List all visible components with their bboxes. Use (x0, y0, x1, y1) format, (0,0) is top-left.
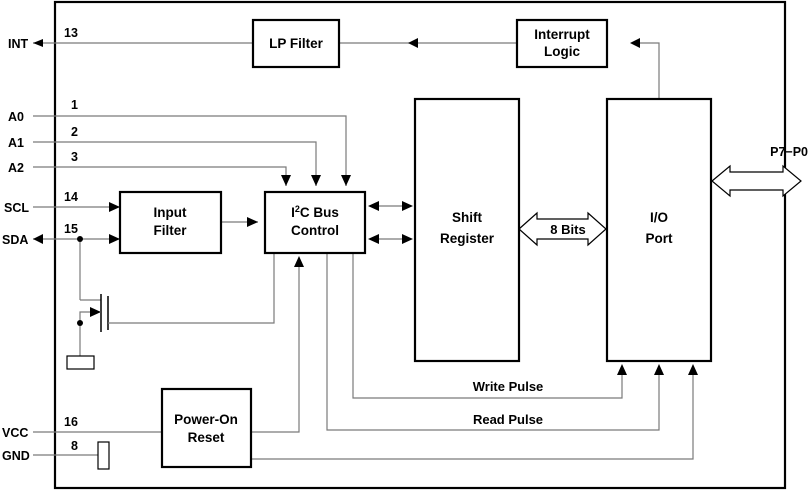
lp-arrow (408, 38, 418, 48)
pin-int-number: 13 (64, 26, 78, 40)
a1-wire (33, 141, 317, 186)
sda-junction-dot (77, 236, 83, 242)
pin-gnd-name: GND (2, 449, 30, 463)
pin-a2-number: 3 (71, 150, 78, 164)
shift-register-label-1: Shift (452, 210, 482, 225)
read-pulse-arrow (654, 364, 664, 375)
sda-arrow-right (109, 234, 120, 244)
write-pulse-arrow (617, 364, 627, 375)
pin-sda-name: SDA (2, 233, 28, 247)
a0-wire (33, 115, 347, 186)
io-port-label-1: I/O (650, 210, 668, 225)
a1-arrow (311, 175, 321, 186)
sda-source-wire (79, 311, 101, 356)
por-reset-wire (251, 258, 300, 433)
pin-a2-name: A2 (8, 161, 24, 175)
eight-bits-label: 8 Bits (550, 222, 585, 237)
int-arrow (33, 39, 43, 47)
pin-a0-number: 1 (71, 98, 78, 112)
interrupt-logic-label-1: Interrupt (534, 27, 590, 42)
read-pulse-label: Read Pulse (473, 412, 543, 427)
source-junction-dot (77, 320, 83, 326)
pin-vcc-number: 16 (64, 415, 78, 429)
interrupt-arrow (630, 38, 640, 48)
pin-a0-name: A0 (8, 110, 24, 124)
pin-scl-name: SCL (4, 201, 29, 215)
i2c-bus-control-label-2: Control (291, 223, 339, 238)
io-port-block (605, 97, 713, 363)
power-on-reset-label-2: Reset (188, 430, 225, 445)
scl-arrow (109, 202, 120, 212)
power-on-reset-block (160, 387, 253, 469)
a2-wire (33, 166, 287, 186)
bus-upper-arrow-right (402, 201, 413, 211)
ground-symbol (66, 355, 95, 370)
shift-register-block (413, 97, 521, 363)
sda-arrow-left (33, 234, 43, 244)
pin-a1-name: A1 (8, 136, 24, 150)
power-on-reset-label-1: Power-On (174, 412, 238, 427)
lp-filter-block (251, 18, 341, 69)
pin-vcc-name: VCC (2, 426, 28, 440)
a2-arrow (281, 175, 291, 186)
por-i2c-arrow (294, 256, 304, 267)
i2c-bus-control-block (263, 190, 367, 255)
interrupt-logic-block (515, 18, 609, 69)
pin-a1-number: 2 (71, 125, 78, 139)
bus-upper-arrow-left (368, 201, 379, 211)
i2c-bus-control-label-1: I2C Bus (291, 204, 339, 220)
port-pins-bus-arrow (711, 164, 802, 198)
io-port-label-2: Port (646, 231, 674, 246)
bus-lower-arrow-right (402, 234, 413, 244)
input-filter-label-1: Input (154, 205, 187, 220)
a0-arrow (341, 175, 351, 186)
read-pulse-wire (326, 254, 660, 431)
pin-scl-number: 14 (64, 190, 78, 204)
pin-port-name: P7−P0 (770, 145, 808, 159)
pin-gnd-number: 8 (71, 439, 78, 453)
por-port-arrow (688, 364, 698, 375)
interrupt-logic-label-2: Logic (544, 44, 580, 59)
pin-sda-number: 15 (64, 222, 78, 236)
chip-outline (53, 0, 787, 490)
pin-int-name: INT (8, 37, 29, 51)
shift-register-label-2: Register (440, 231, 495, 246)
bus-lower-arrow-left (368, 234, 379, 244)
write-pulse-label: Write Pulse (473, 379, 544, 394)
write-pulse-wire (352, 254, 623, 399)
transistor-source-arrow (90, 307, 101, 317)
input-filter-label-2: Filter (153, 223, 187, 238)
por-port-wire (251, 368, 694, 460)
filter-i2c-arrow (247, 217, 258, 227)
gnd-pad (97, 441, 110, 470)
lp-filter-label: LP Filter (269, 36, 324, 51)
gate-drive-wire (108, 254, 275, 324)
input-filter-block (118, 190, 223, 255)
port-interrupt-wire (639, 42, 660, 99)
